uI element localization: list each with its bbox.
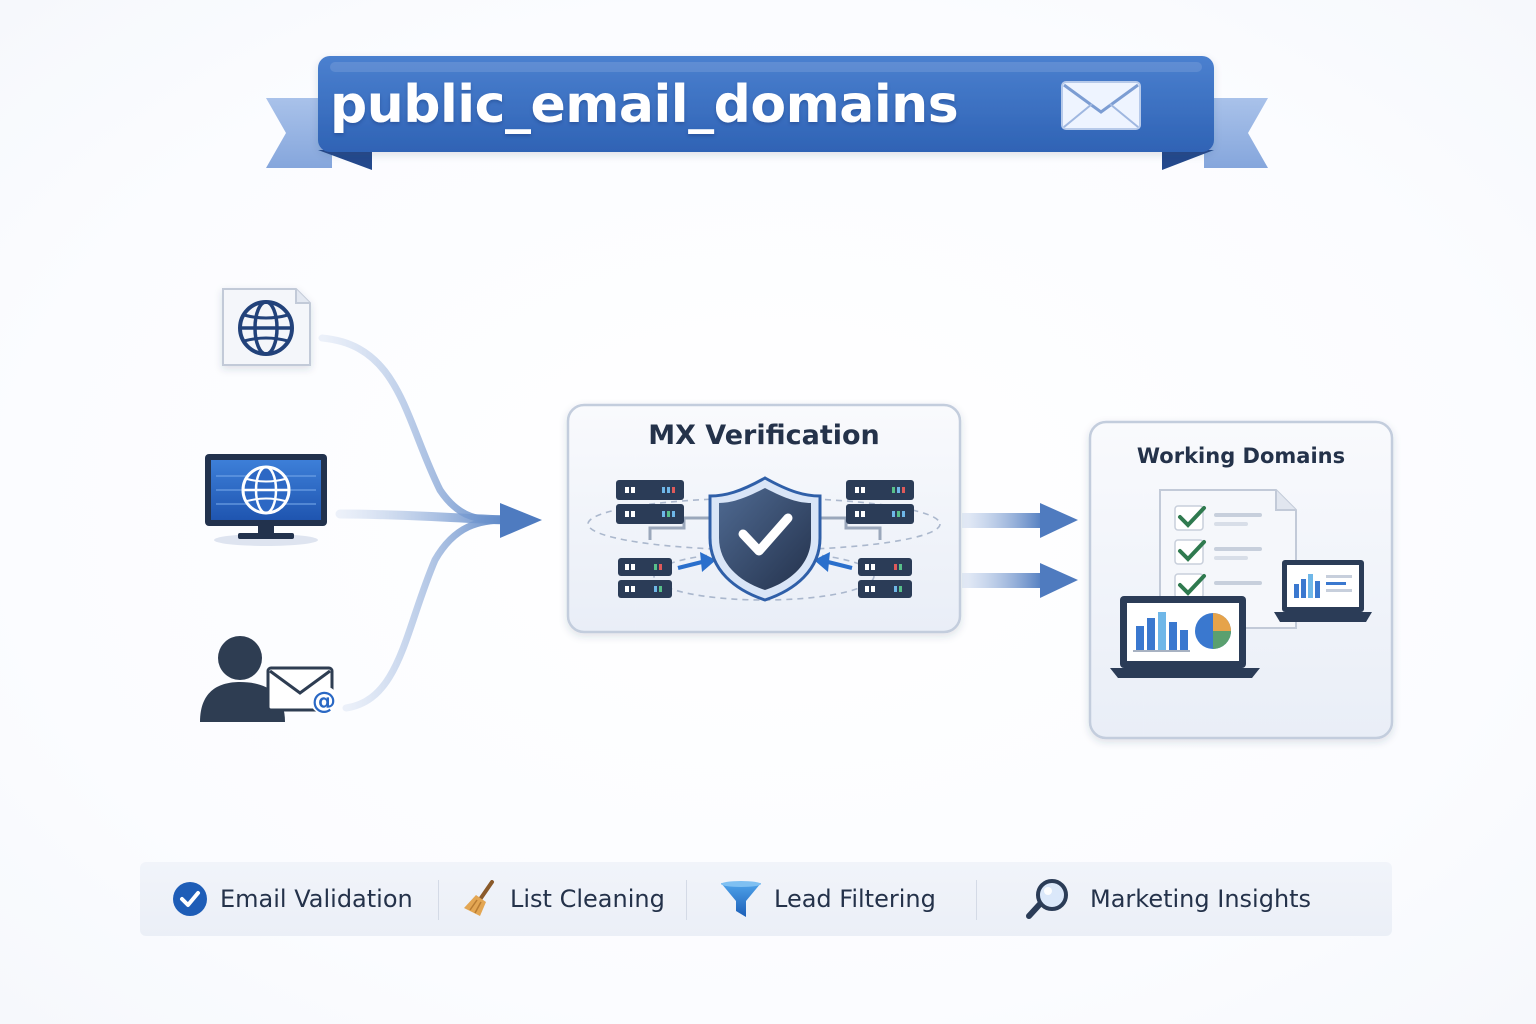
feature-divider: [438, 880, 439, 920]
source-flow-arrows: [318, 334, 542, 712]
feature-list-cleaning: List Cleaning: [462, 862, 665, 936]
feature-lead-filtering: Lead Filtering: [720, 862, 936, 936]
envelope-icon: [1061, 81, 1141, 130]
mx-verification-title: MX Verification: [648, 420, 880, 451]
feature-label: Lead Filtering: [774, 885, 936, 913]
feature-label: Marketing Insights: [1090, 885, 1312, 913]
laptop-chart-icon: [1110, 560, 1372, 678]
features-bar: Email Validation List Cleaning Lead Filt…: [140, 862, 1392, 936]
feature-label: List Cleaning: [510, 885, 665, 913]
funnel-icon: [721, 881, 761, 917]
broom-icon: [464, 880, 494, 916]
globe-document-icon: [222, 288, 311, 366]
feature-label: Email Validation: [220, 885, 413, 913]
output-flow-arrows: [962, 503, 1078, 598]
feature-divider: [686, 880, 687, 920]
mail-server-icon: [616, 480, 914, 598]
page-title: public_email_domains: [330, 62, 1050, 148]
feature-email-validation: Email Validation: [172, 862, 413, 936]
checklist-icon: [1159, 489, 1297, 629]
shield-check-icon: [708, 476, 822, 602]
svg-text:@: @: [312, 687, 336, 715]
check-circle-icon: [173, 882, 207, 916]
globe-monitor-icon: [205, 454, 327, 546]
feature-divider: [976, 880, 977, 920]
feature-marketing-insights: Marketing Insights: [1026, 862, 1311, 936]
user-email-icon: @: [200, 636, 338, 722]
title-banner: [266, 56, 1268, 170]
working-domains-title: Working Domains: [1136, 444, 1346, 468]
magnifier-icon: [1026, 879, 1068, 919]
banner-title-text: public_email_domains: [330, 75, 959, 135]
